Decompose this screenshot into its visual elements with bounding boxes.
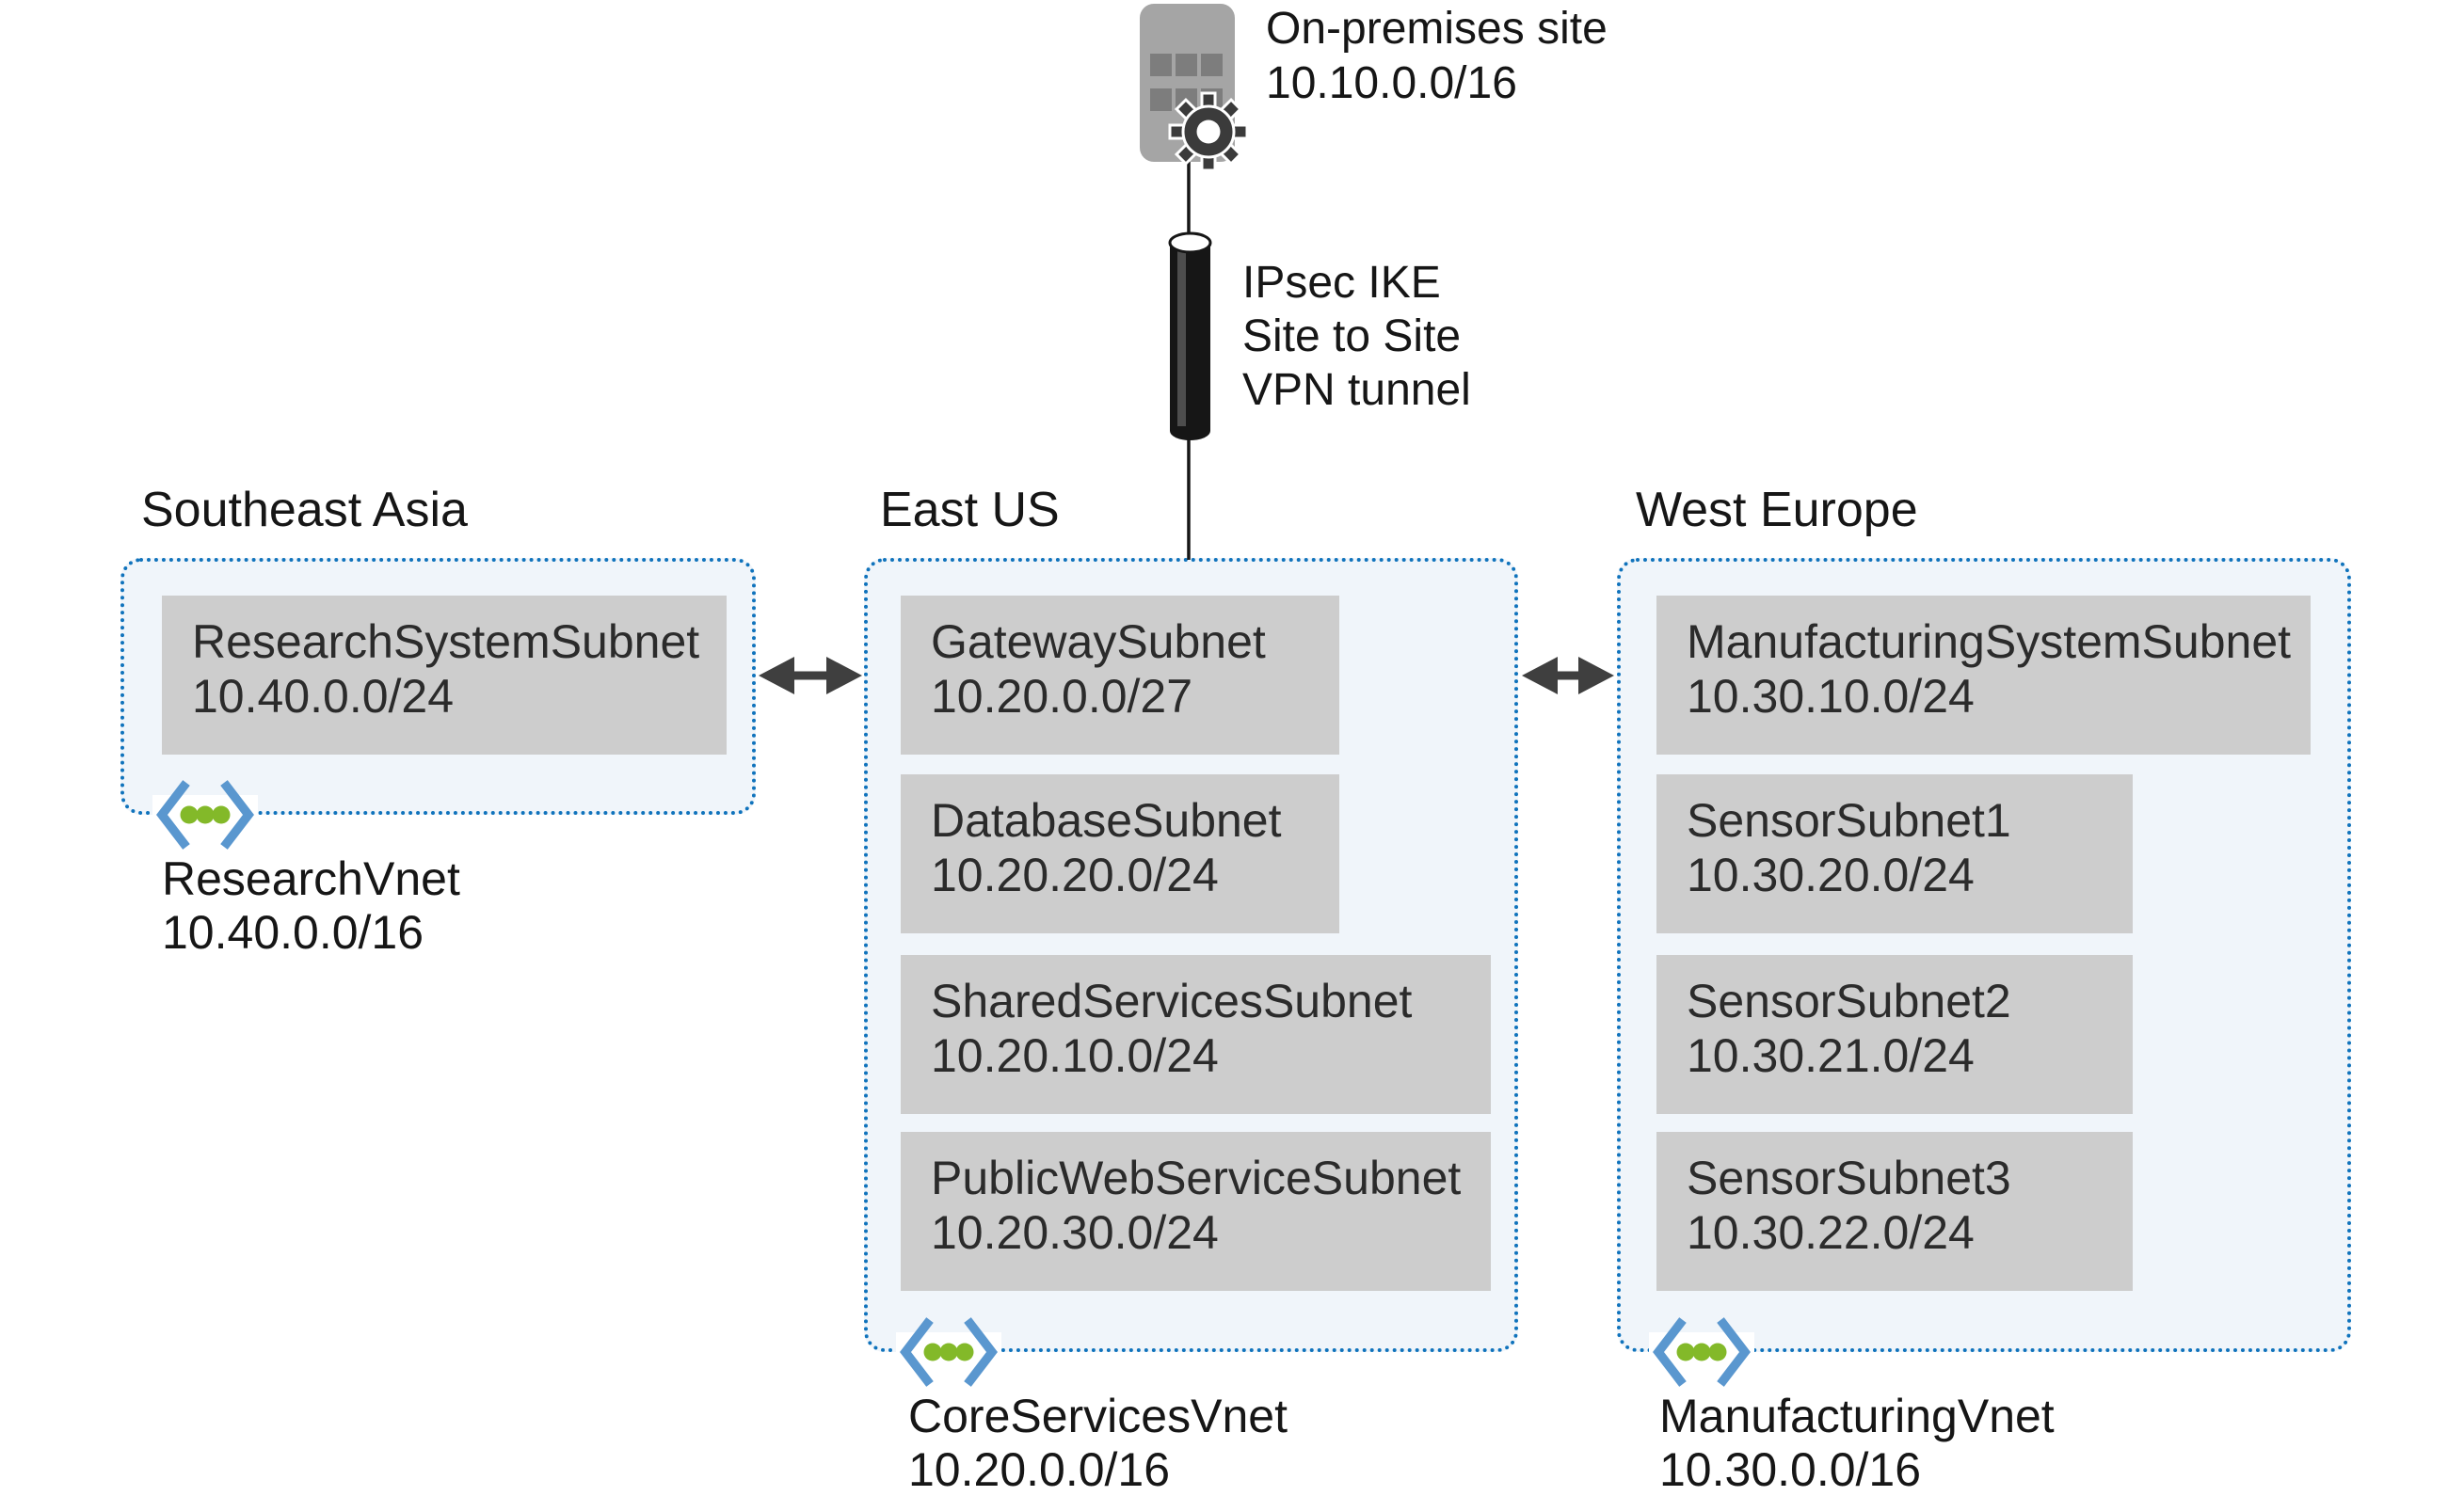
peering-arrow-right	[1522, 657, 1614, 694]
subnet-name: GatewaySubnet	[931, 615, 1266, 668]
subnet-cidr: 10.20.20.0/24	[931, 849, 1219, 901]
subnet-cidr: 10.30.20.0/24	[1687, 849, 1975, 901]
region-title-southeast-asia: Southeast Asia	[141, 483, 468, 537]
vnet-name: CoreServicesVnet	[908, 1390, 1288, 1442]
subnet-name: ManufacturingSystemSubnet	[1687, 615, 2292, 668]
region-title-east-us: East US	[880, 483, 1060, 537]
vpn-tunnel-label-line2: Site to Site	[1242, 311, 1462, 361]
peering-arrow-left	[759, 657, 862, 694]
cylinder-icon	[1168, 231, 1212, 440]
subnet-cidr: 10.40.0.0/24	[192, 670, 455, 723]
region-title-west-europe: West Europe	[1636, 483, 1918, 537]
subnet-box: DatabaseSubnet 10.20.20.0/24	[901, 774, 1339, 933]
vnet-label-manufacturing: ManufacturingVnet 10.30.0.0/16	[1659, 1390, 2055, 1496]
vpn-tunnel-label: IPsec IKE Site to Site VPN tunnel	[1242, 256, 1471, 417]
subnet-box: SensorSubnet3 10.30.22.0/24	[1656, 1132, 2133, 1291]
subnet-name: SensorSubnet2	[1687, 975, 2011, 1027]
subnet-box: SensorSubnet2 10.30.21.0/24	[1656, 955, 2133, 1114]
vnet-label-coreservices: CoreServicesVnet 10.20.0.0/16	[908, 1390, 1288, 1496]
subnet-name: SharedServicesSubnet	[931, 975, 1413, 1027]
gear-icon	[1168, 91, 1249, 172]
subnet-cidr: 10.20.30.0/24	[931, 1206, 1219, 1259]
subnet-box: SharedServicesSubnet 10.20.10.0/24	[901, 955, 1491, 1114]
subnet-cidr: 10.20.0.0/27	[931, 670, 1193, 723]
subnet-name: SensorSubnet3	[1687, 1152, 2011, 1204]
vnet-name: ResearchVnet	[162, 852, 460, 905]
subnet-box: PublicWebServiceSubnet 10.20.30.0/24	[901, 1132, 1491, 1291]
on-premises-label: On-premises site 10.10.0.0/16	[1266, 2, 1608, 111]
vnet-label-research: ResearchVnet 10.40.0.0/16	[162, 852, 460, 960]
subnet-box: GatewaySubnet 10.20.0.0/27	[901, 596, 1339, 755]
on-premises-title: On-premises site	[1266, 4, 1608, 54]
subnet-name: DatabaseSubnet	[931, 794, 1282, 847]
vnet-cidr: 10.40.0.0/16	[162, 906, 424, 959]
building-icon	[1140, 4, 1235, 162]
vnet-name: ManufacturingVnet	[1659, 1390, 2055, 1442]
subnet-cidr: 10.20.10.0/24	[931, 1029, 1219, 1082]
on-premises-cidr: 10.10.0.0/16	[1266, 58, 1517, 108]
subnet-name: PublicWebServiceSubnet	[931, 1152, 1462, 1204]
subnet-box: ResearchSystemSubnet 10.40.0.0/24	[162, 596, 727, 755]
subnet-cidr: 10.30.22.0/24	[1687, 1206, 1975, 1259]
vnet-cidr: 10.30.0.0/16	[1659, 1443, 1922, 1496]
subnet-cidr: 10.30.10.0/24	[1687, 670, 1975, 723]
subnet-box: SensorSubnet1 10.30.20.0/24	[1656, 774, 2133, 933]
subnet-name: ResearchSystemSubnet	[192, 615, 700, 668]
subnet-box: ManufacturingSystemSubnet 10.30.10.0/24	[1656, 596, 2311, 755]
vnet-cidr: 10.20.0.0/16	[908, 1443, 1171, 1496]
subnet-cidr: 10.30.21.0/24	[1687, 1029, 1975, 1082]
vpn-tunnel-label-line1: IPsec IKE	[1242, 258, 1441, 308]
vpn-tunnel-label-line3: VPN tunnel	[1242, 365, 1471, 415]
subnet-name: SensorSubnet1	[1687, 794, 2011, 847]
